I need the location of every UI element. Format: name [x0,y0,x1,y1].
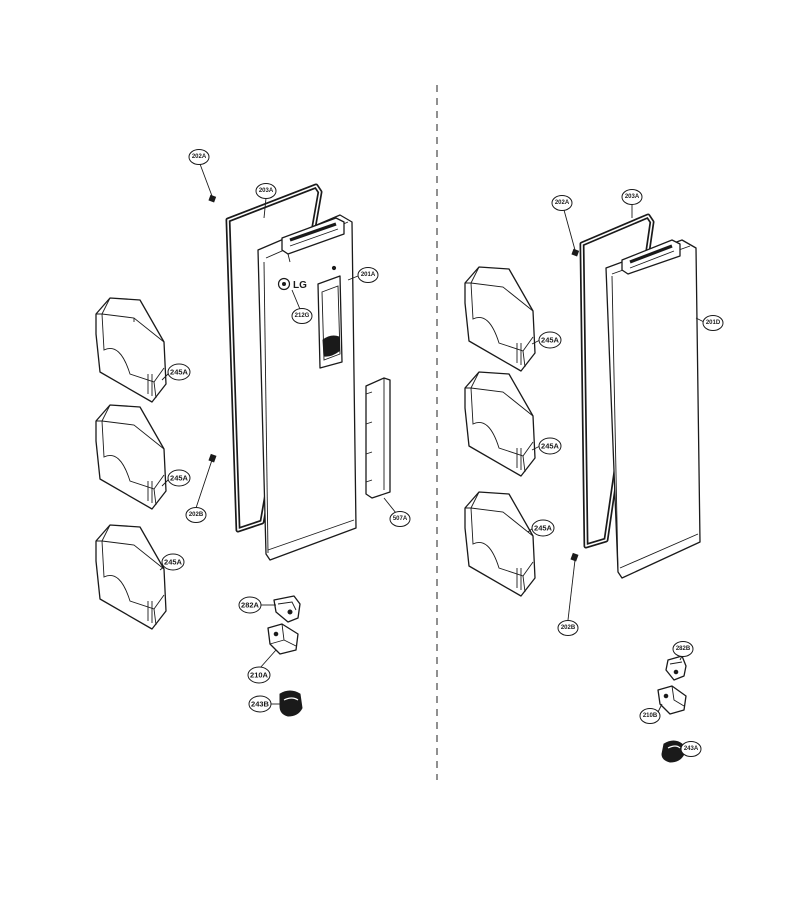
label-202b: 202B [185,507,207,523]
svg-text:245A: 245A [534,524,553,533]
svg-text:202B: 202B [561,625,576,631]
label-210a: 210A [247,666,271,684]
label-203a-right: 203A [621,189,643,205]
label-245a-right-1: 245A [538,331,562,349]
right-lower-hinge-part [657,685,687,715]
left-door-panel: LG [257,214,357,561]
water-dispenser [317,265,343,369]
left-door-bin-3 [95,524,167,630]
svg-text:243A: 243A [684,746,699,752]
dispenser-cover-part [365,377,391,499]
label-245a-left-1: 245A [167,363,191,381]
label-245a-left-3: 245A [161,553,185,571]
svg-text:243B: 243B [251,700,270,709]
right-door-panel [605,239,701,579]
left-door-bin-1 [95,297,167,403]
svg-text:210B: 210B [643,713,658,719]
bottom-screw-part [208,453,217,463]
svg-text:210A: 210A [250,671,269,680]
svg-text:282A: 282A [241,601,260,610]
label-212g: 212G [291,308,313,324]
svg-text:245A: 245A [541,442,560,451]
right-door-bin-3 [464,491,536,597]
lg-logo-icon: LG [277,277,307,291]
svg-text:245A: 245A [170,368,189,377]
right-upper-hinge-part [665,655,687,681]
lower-hinge-part [267,623,299,655]
lg-logo-text: LG [293,280,307,291]
label-201d: 201D [702,315,724,331]
svg-text:202B: 202B [189,512,204,518]
right-hinge-cap-part [661,740,685,763]
label-243b: 243B [248,695,272,713]
right-door-assembly [464,204,705,763]
label-245a-right-2: 245A [538,437,562,455]
left-door-bin-2 [95,404,167,510]
label-282a: 282A [238,596,262,614]
svg-text:245A: 245A [170,474,189,483]
svg-text:245A: 245A [164,558,183,567]
svg-text:203A: 203A [625,194,640,200]
label-203a: 203A [255,183,277,199]
label-202a: 202A [188,149,210,165]
right-door-bin-1 [464,266,536,372]
label-245a-right-3: 245A [531,519,555,537]
label-507a: 507A [389,511,411,527]
label-202b-right: 202B [557,620,579,636]
svg-text:202A: 202A [192,154,207,160]
label-201a: 201A [357,267,379,283]
svg-text:201A: 201A [361,272,376,278]
label-243a: 243A [680,741,702,757]
right-top-screw-part [571,248,580,257]
svg-text:507A: 507A [393,516,408,522]
part-labels: 202A 203A 201A 212G 245A 245A 245A 202B … [161,149,724,757]
label-245a-left-2: 245A [167,469,191,487]
svg-text:245A: 245A [541,336,560,345]
right-door-bin-2 [464,371,536,477]
label-202a-right: 202A [551,195,573,211]
right-bottom-screw-part [570,552,579,562]
label-210b: 210B [639,708,661,724]
svg-text:203A: 203A [259,188,274,194]
upper-hinge-part [273,595,301,623]
svg-text:282B: 282B [676,646,691,652]
label-282b: 282B [672,641,694,657]
svg-text:212G: 212G [295,313,310,319]
hinge-cap-part [279,690,303,717]
svg-text:202A: 202A [555,200,570,206]
left-door-assembly: LG [95,163,401,717]
top-screw-part [208,194,217,203]
svg-text:201D: 201D [706,320,721,326]
